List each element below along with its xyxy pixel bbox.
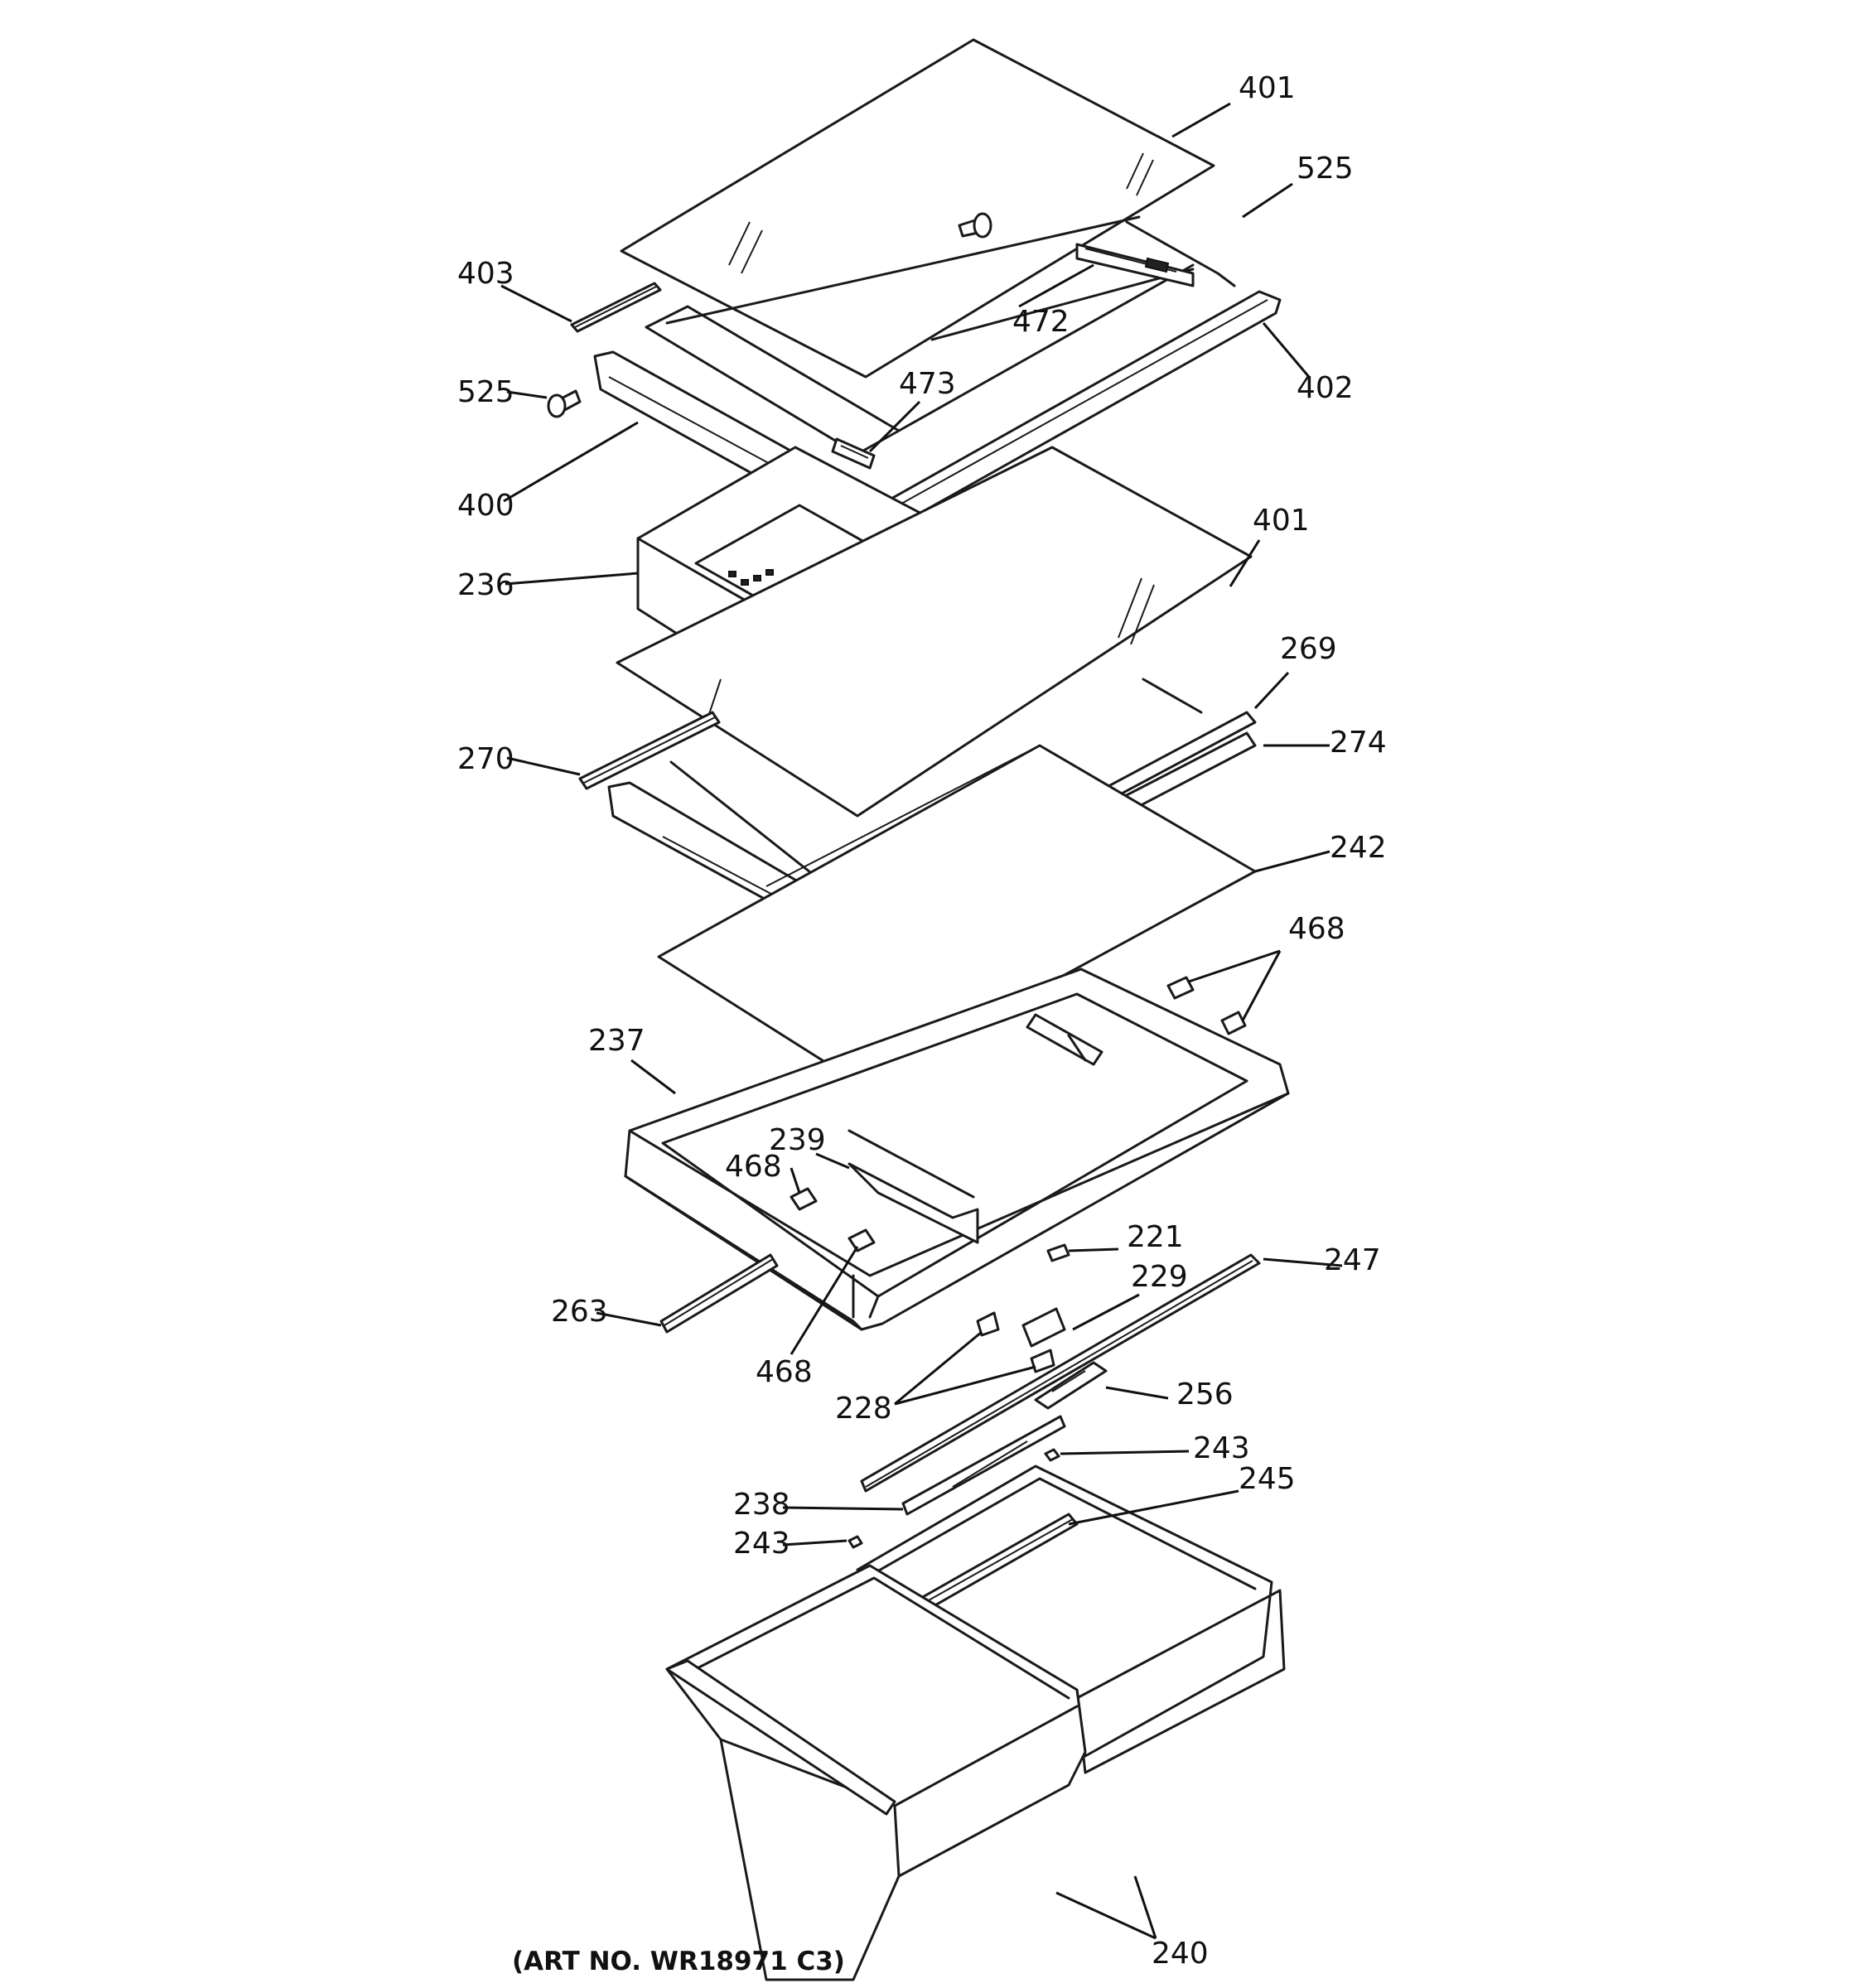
callout-256: 256: [1176, 1378, 1234, 1411]
screw-525-left: [547, 389, 582, 418]
track-263: [659, 1253, 779, 1334]
crisper-pan-240-left: [665, 1564, 1087, 1981]
art-number: (ART NO. WR18971 C3): [512, 1947, 845, 1976]
bar-221: [1046, 1243, 1070, 1262]
callout-472: 472: [1012, 305, 1070, 339]
callout-237: 237: [588, 1024, 645, 1058]
bracket-473: [831, 437, 876, 470]
callout-239: 239: [769, 1123, 826, 1157]
control-228-lower: [1030, 1349, 1055, 1373]
slide-bar-247: [860, 1253, 1261, 1493]
callout-403: 403: [457, 257, 514, 291]
callout-473: 473: [899, 367, 956, 401]
lever-229: [1021, 1307, 1066, 1348]
pad-243-right: [1044, 1448, 1060, 1462]
leader-lines: [500, 102, 1343, 1940]
callout-229: 229: [1131, 1260, 1188, 1294]
callout-245: 245: [1239, 1462, 1296, 1496]
callout-525-left: 525: [457, 375, 514, 409]
rail-270: [578, 711, 721, 790]
divider-239: [847, 1129, 979, 1244]
pan-frame-237: [624, 967, 1290, 1331]
callout-525-right: 525: [1297, 152, 1354, 186]
callout-236: 236: [457, 568, 514, 602]
screw-525-right: [958, 212, 992, 239]
rail-403: [570, 282, 662, 333]
callout-401-lower: 401: [1253, 504, 1310, 538]
callout-242: 242: [1330, 831, 1387, 865]
clip-468-left: [790, 1187, 818, 1211]
callout-468-left: 468: [725, 1150, 782, 1184]
clip-468-center: [847, 1228, 876, 1252]
callout-263: 263: [551, 1295, 608, 1329]
callout-221: 221: [1127, 1220, 1184, 1254]
callout-468-top: 468: [1288, 912, 1345, 946]
glass-shelf-401-top: [620, 38, 1215, 379]
callout-228: 228: [835, 1392, 892, 1426]
callout-401-top: 401: [1239, 71, 1296, 105]
control-228-upper: [976, 1311, 1000, 1337]
callout-238: 238: [733, 1488, 790, 1522]
callout-269: 269: [1280, 632, 1337, 666]
slider-256: [1034, 1361, 1108, 1410]
callout-402: 402: [1297, 371, 1354, 405]
callout-274: 274: [1330, 726, 1387, 760]
callout-468-bottom: 468: [756, 1355, 813, 1389]
glass-shelf-401-lower: [616, 446, 1253, 818]
clip-468-pair: [1166, 976, 1247, 1035]
pad-243-left: [847, 1535, 863, 1549]
callout-243-left: 243: [733, 1527, 790, 1561]
callout-247: 247: [1324, 1243, 1381, 1277]
callout-400: 400: [457, 489, 514, 523]
callout-240: 240: [1152, 1937, 1209, 1971]
callout-243-right: 243: [1193, 1431, 1250, 1465]
callout-270: 270: [457, 742, 514, 776]
bar-238: [901, 1415, 1066, 1516]
